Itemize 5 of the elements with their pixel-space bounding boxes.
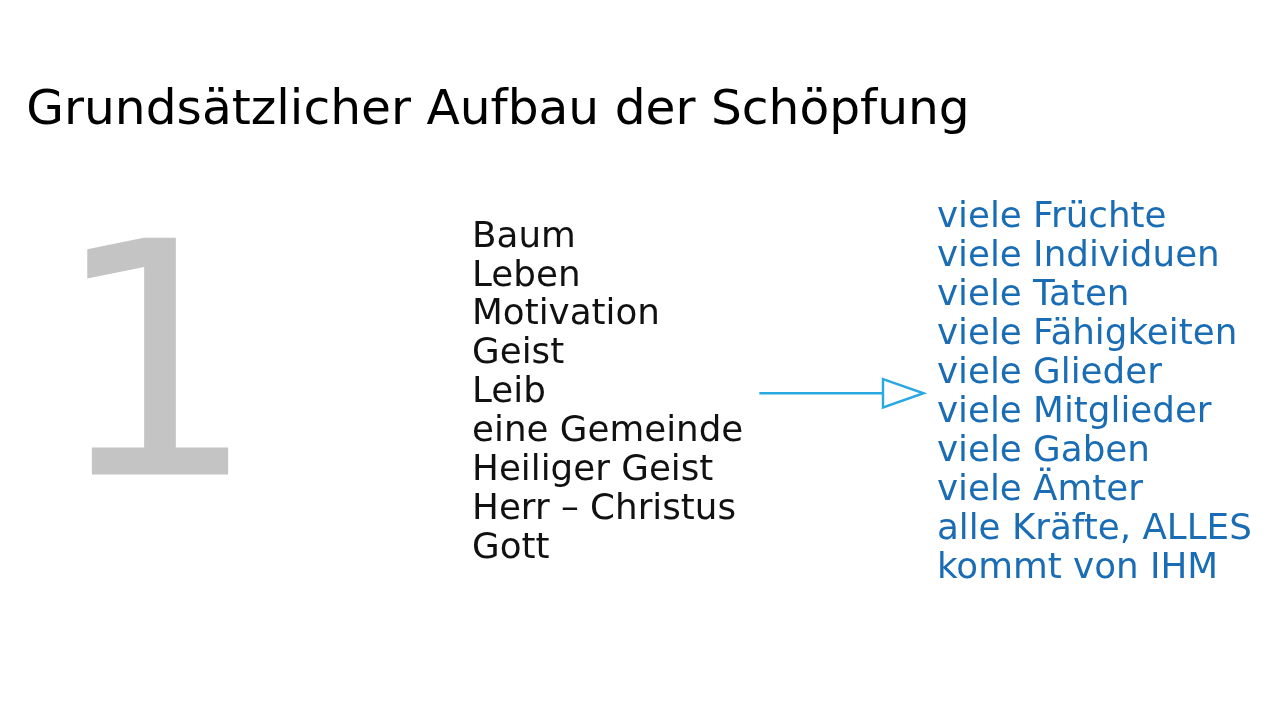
label: 1 xyxy=(51,173,259,552)
diagram-title: Grundsätzlicher Aufbau der Schöpfung xyxy=(26,78,970,135)
node-text: Baum Leben Motivation Geist Leib eine Gemeinde Heiliger Geist Herr – Christus Gott xyxy=(472,213,744,567)
arrow xyxy=(759,377,928,410)
node-text: viele Früchte viele Individuen viele Taten viele Fähigkeiten viele Glieder viele Mitglieder viele Gaben viele Ämter alle Kräfte, ALLES kommt von IHM xyxy=(936,194,1252,586)
